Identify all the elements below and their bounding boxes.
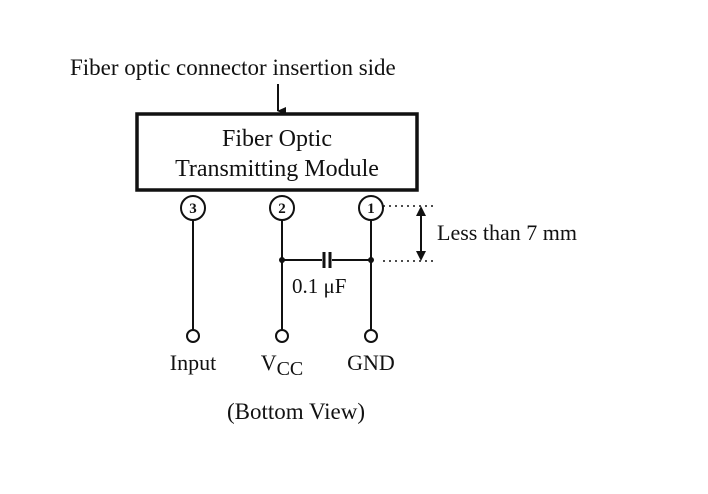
pin-1-name: GND (347, 350, 395, 375)
pin-3-name: Input (170, 350, 216, 375)
bypass-capacitor (279, 252, 374, 268)
view-label: (Bottom View) (227, 399, 365, 424)
insertion-side-label: Fiber optic connector insertion side (70, 55, 396, 80)
module-title-line1: Fiber Optic (222, 126, 332, 152)
module-box (135, 112, 419, 192)
pin-1-terminal (364, 329, 378, 343)
pin-1-number: 1 (367, 201, 375, 217)
pin-2-terminal (275, 329, 289, 343)
pin-3-number: 3 (189, 201, 197, 217)
module-title-line2: Transmitting Module (175, 156, 379, 182)
pin-3-terminal (186, 329, 200, 343)
dimension-marker (383, 205, 435, 262)
pin-2-number: 2 (278, 201, 286, 217)
pin-2-name: VCC (261, 350, 304, 380)
capacitor-label: 0.1 μF (292, 274, 346, 298)
dimension-label: Less than 7 mm (437, 220, 577, 245)
